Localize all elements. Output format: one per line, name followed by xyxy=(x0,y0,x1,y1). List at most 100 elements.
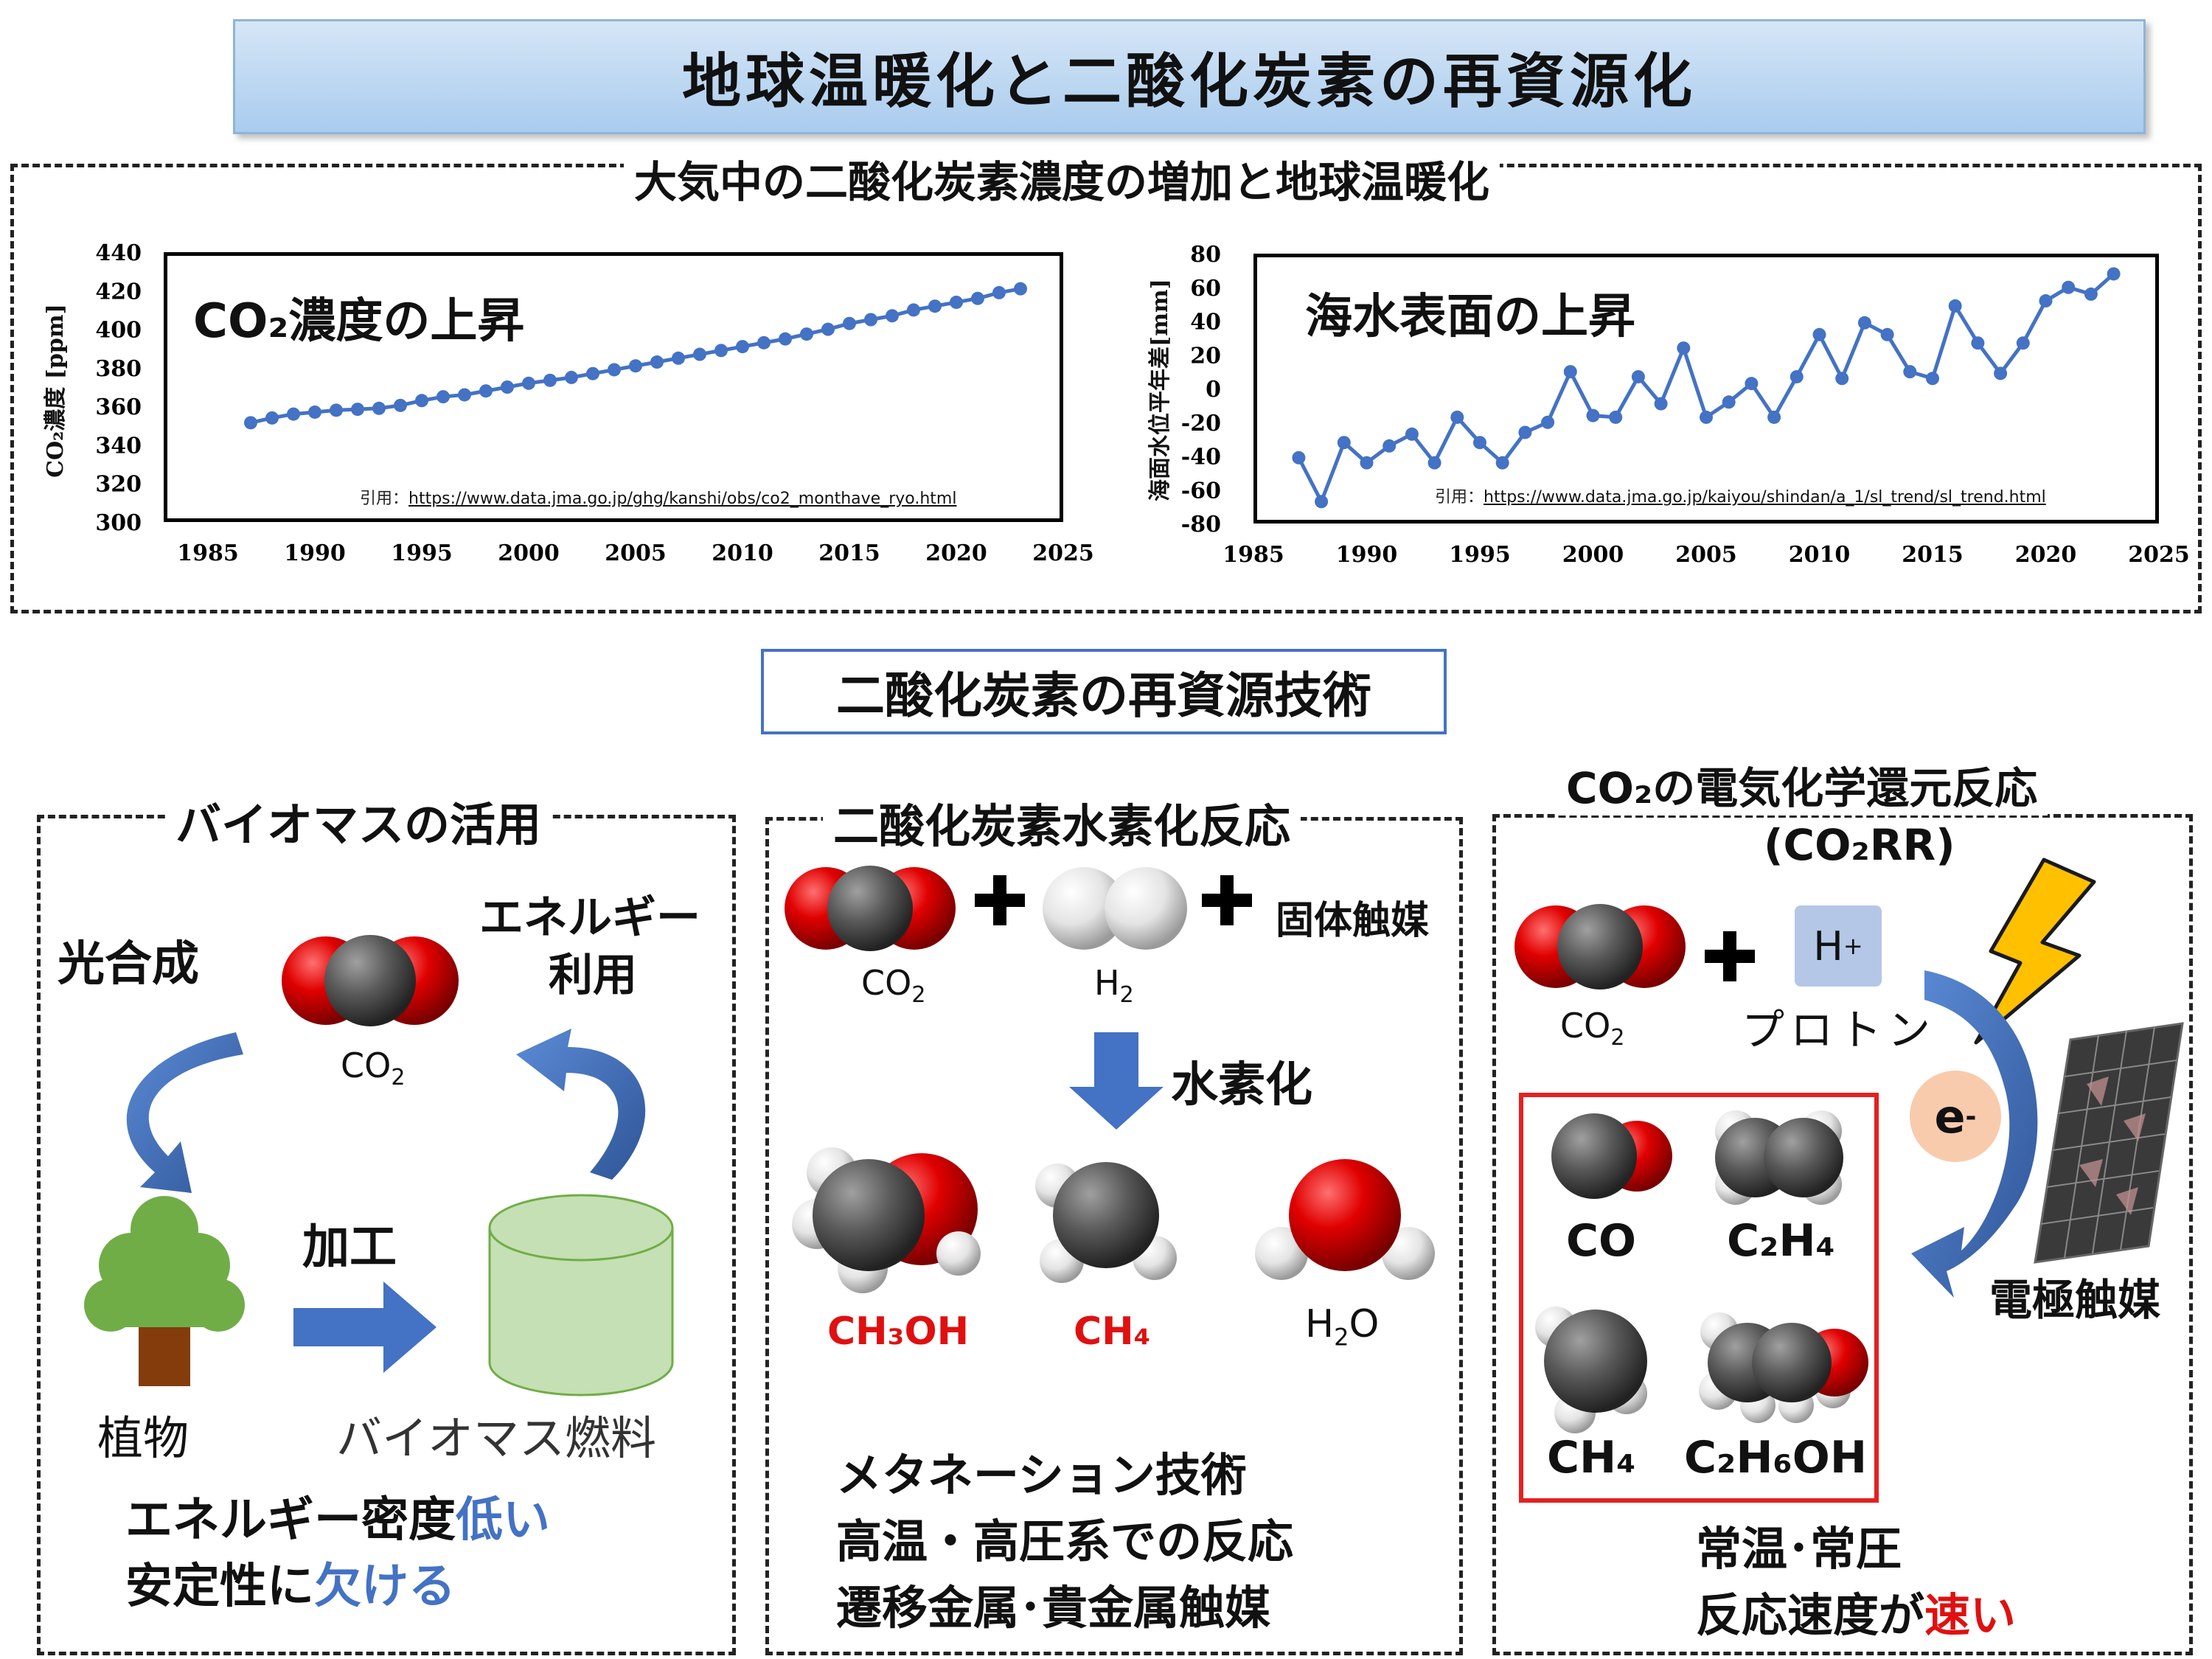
biomass-fuel-cylinder-icon xyxy=(488,1194,674,1397)
co2-data-point xyxy=(565,370,578,384)
sea-data-point xyxy=(1767,410,1781,424)
sea-data-point xyxy=(1654,397,1668,411)
sea-data-point xyxy=(1677,341,1691,355)
co2-data-point xyxy=(672,351,685,365)
electrode-catalyst-label: 電極触媒 xyxy=(1989,1275,2161,1325)
sea-data-point xyxy=(1790,369,1804,383)
co2-xtick-label: 2025 xyxy=(1032,540,1094,566)
tech-section-title: 二酸化炭素の再資源技術 xyxy=(761,649,1447,734)
co2-data-point xyxy=(928,299,942,313)
sea-data-point xyxy=(1903,365,1917,379)
ch4-product-molecule xyxy=(1535,1307,1647,1433)
sea-data-point xyxy=(1994,366,2008,380)
co2-data-point xyxy=(244,416,257,430)
h2-label: H2 xyxy=(1094,963,1134,1009)
sea-xtick-label: 2010 xyxy=(1789,542,1851,568)
sea-data-point xyxy=(1700,410,1713,424)
sea-data-point xyxy=(2039,294,2053,308)
co2-data-point xyxy=(372,401,386,415)
tree-icon xyxy=(84,1196,245,1386)
sea-data-point xyxy=(1405,427,1419,441)
sea-data-point xyxy=(2084,287,2098,301)
co2-data-point xyxy=(501,380,514,394)
co2-xtick-label: 1990 xyxy=(284,540,346,566)
co2-data-point xyxy=(1014,282,1027,296)
co2-citation-prefix: 引用： xyxy=(360,490,409,508)
sea-xtick-label: 2000 xyxy=(1562,542,1624,568)
photosynthesis-arrow xyxy=(126,1032,243,1193)
product-co-label: CO xyxy=(1566,1215,1637,1267)
electron-flow-arrow xyxy=(1911,970,2038,1298)
sea-ytick-label: 0 xyxy=(1206,377,1221,403)
sea-data-point xyxy=(2062,280,2076,294)
page-title: 地球温暖化と二酸化炭素の再資源化 xyxy=(233,19,2146,134)
sea-data-point xyxy=(1315,495,1329,509)
sea-data-point xyxy=(1518,425,1532,439)
co2-data-point xyxy=(608,363,621,377)
hydrogenation-title: 二酸化炭素水素化反応 xyxy=(823,789,1301,855)
biomass-note-1: エネルギー密度低い xyxy=(125,1493,550,1548)
process-arrow xyxy=(293,1281,437,1373)
co2-data-point xyxy=(629,359,642,373)
co2rr-co2-label: CO2 xyxy=(1560,1006,1625,1051)
co2-data-point xyxy=(992,285,1006,299)
sea-data-point xyxy=(1586,408,1600,422)
sea-data-point xyxy=(1450,410,1464,424)
sea-xtick-label: 1995 xyxy=(1449,542,1511,568)
solid-catalyst-label: 固体触媒 xyxy=(1276,899,1430,943)
co2-data-point xyxy=(308,405,321,419)
product-c2h4-label: C₂H₄ xyxy=(1727,1215,1835,1267)
sea-ytick-label: -20 xyxy=(1181,411,1221,437)
sea-data-point xyxy=(1722,395,1736,409)
process-label: 加工 xyxy=(302,1220,397,1275)
co2rr-note-2: 反応速度が速い xyxy=(1696,1588,2017,1642)
sea-ytick-label: -60 xyxy=(1181,478,1221,504)
sea-xtick-label: 2025 xyxy=(2128,542,2190,568)
sea-xtick-label: 1985 xyxy=(1222,542,1284,568)
h2o-label: H2O xyxy=(1305,1302,1380,1352)
co2-ytick-label: 420 xyxy=(95,279,142,305)
co2-data-point xyxy=(437,390,450,404)
sea-citation-link[interactable]: https://www.data.jma.go.jp/kaiyou/shinda… xyxy=(1484,488,2046,507)
co2-data-point xyxy=(779,332,792,346)
co2rr-note-1: 常温･常圧 xyxy=(1696,1522,1902,1576)
sea-data-point xyxy=(1427,456,1441,470)
photosynthesis-label: 光合成 xyxy=(58,937,199,992)
co2-ytick-label: 380 xyxy=(95,356,142,382)
co2-data-point xyxy=(458,388,471,402)
co2-xtick-label: 2010 xyxy=(712,540,773,566)
lightning-icon xyxy=(1974,858,2096,1045)
plus-icon xyxy=(1202,875,1252,925)
c2h4-molecule xyxy=(1715,1110,1843,1205)
energy-use-label-2: 利用 xyxy=(549,950,637,1001)
sea-ytick-label: -40 xyxy=(1181,445,1221,470)
product-ch4-label: CH₄ xyxy=(1547,1432,1636,1484)
co2-data-point xyxy=(586,366,599,380)
hydro-note-2: 高温・高圧系での反応 xyxy=(836,1514,1294,1568)
co2rr-title-line2: (CO₂RR) xyxy=(1764,820,1955,870)
ch3oh-molecule xyxy=(792,1147,981,1293)
co2-data-point xyxy=(971,291,984,305)
co2-chart-frame xyxy=(164,252,1063,522)
sea-data-point xyxy=(1971,336,1985,350)
biomass-title: バイオマスの活用 xyxy=(165,787,552,854)
sea-xtick-label: 2015 xyxy=(1902,542,1964,568)
co2-ytick-label: 360 xyxy=(95,394,142,420)
co2-data-point xyxy=(693,347,706,361)
co2rr-panel xyxy=(1492,814,2193,1655)
sea-data-point xyxy=(1609,410,1623,424)
ch4-label: CH₄ xyxy=(1074,1310,1151,1354)
co2-citation-link[interactable]: https://www.data.jma.go.jp/ghg/kanshi/ob… xyxy=(408,490,957,508)
co2-data-point xyxy=(843,316,856,330)
sea-xtick-label: 2005 xyxy=(1675,542,1737,568)
co2-xtick-label: 2015 xyxy=(818,540,880,566)
sea-xtick-label: 2020 xyxy=(2015,542,2077,568)
sea-level-chart-title: 海水表面の上昇 xyxy=(1305,290,1635,344)
h2-molecule xyxy=(1043,867,1187,950)
sea-ytick-label: 60 xyxy=(1190,276,1221,302)
top-section-title: 大気中の二酸化炭素濃度の増加と地球温暖化 xyxy=(624,147,1500,209)
co2-data-point xyxy=(522,376,535,390)
co2-data-point xyxy=(864,313,877,327)
energy-use-arrow xyxy=(516,1029,646,1180)
